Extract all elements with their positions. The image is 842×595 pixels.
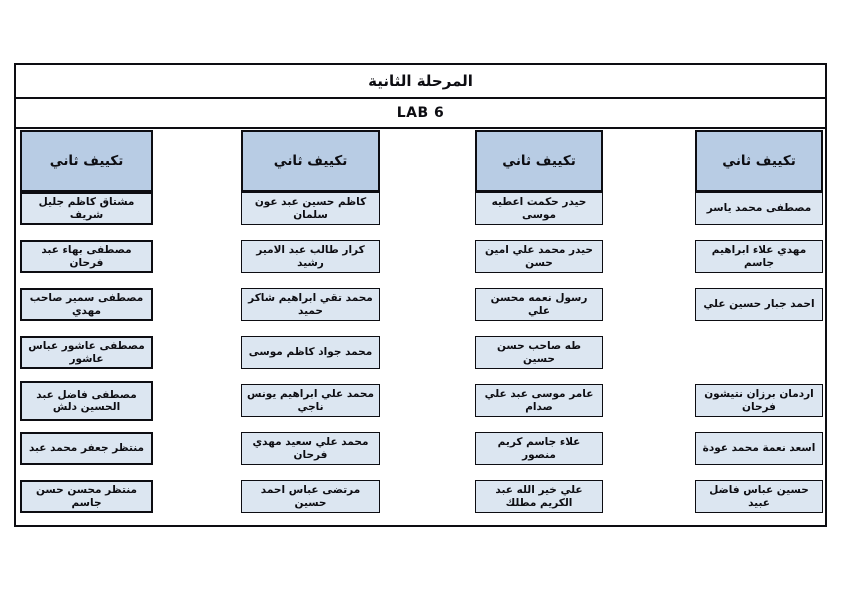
student-name-box: رسول نعمه محسن علي (475, 288, 603, 321)
student-name-box: مصطفى بهاء عبد فرحان (20, 240, 153, 273)
group-header: تكييف ثاني (475, 130, 603, 192)
student-name-box: مصطفى سمير صاحب مهدي (20, 288, 153, 321)
student-name-box: محمد علي ابراهيم يونس ناجي (241, 384, 380, 417)
student-name-box: محمد علي سعيد مهدي فرحان (241, 432, 380, 465)
student-name-box: كرار طالب عبد الامير رشيد (241, 240, 380, 273)
student-name-box: اسعد نعمة محمد عودة (695, 432, 823, 465)
student-name-box: حيدر حكمت اعطيه موسى (475, 192, 603, 225)
student-name-box: علاء جاسم كريم منصور (475, 432, 603, 465)
student-name-box: اردمان برزان نتيشون فرحان (695, 384, 823, 417)
student-name-box: مصطفى فاضل عبد الحسين دلش (20, 381, 153, 421)
student-name-box: عامر موسى عبد علي صدام (475, 384, 603, 417)
student-name-box: احمد جبار حسين علي (695, 288, 823, 321)
student-name-box: حسين عباس فاضل عبيد (695, 480, 823, 513)
student-name-box: منتظر جعفر محمد عبد (20, 432, 153, 465)
student-name-box: مرتضى عباس احمد حسين (241, 480, 380, 513)
stage-title: المرحلة الثانية (16, 65, 825, 99)
lab-title: LAB 6 (16, 99, 825, 129)
student-name-box: كاظم حسين عبد عون سلمان (241, 192, 380, 225)
student-name-box: محمد جواد كاظم موسى (241, 336, 380, 369)
student-name-box: علي خير الله عبد الكريم مطلك (475, 480, 603, 513)
group-header: تكييف ثاني (20, 130, 153, 192)
student-name-box: حيدر محمد علي امين حسن (475, 240, 603, 273)
student-name-box: مصطفى محمد ياسر (695, 192, 823, 225)
student-name-box: منتظر محسن حسن جاسم (20, 480, 153, 513)
student-name-box: مهدي علاء ابراهيم جاسم (695, 240, 823, 273)
group-header: تكييف ثاني (695, 130, 823, 192)
student-name-box: طه صاحب حسن حسين (475, 336, 603, 369)
group-header: تكييف ثاني (241, 130, 380, 192)
student-name-box: محمد تقي ابراهيم شاكر حميد (241, 288, 380, 321)
student-name-box: مصطفى عاشور عباس عاشور (20, 336, 153, 369)
student-name-box: مشتاق كاظم جليل شريف (20, 192, 153, 225)
